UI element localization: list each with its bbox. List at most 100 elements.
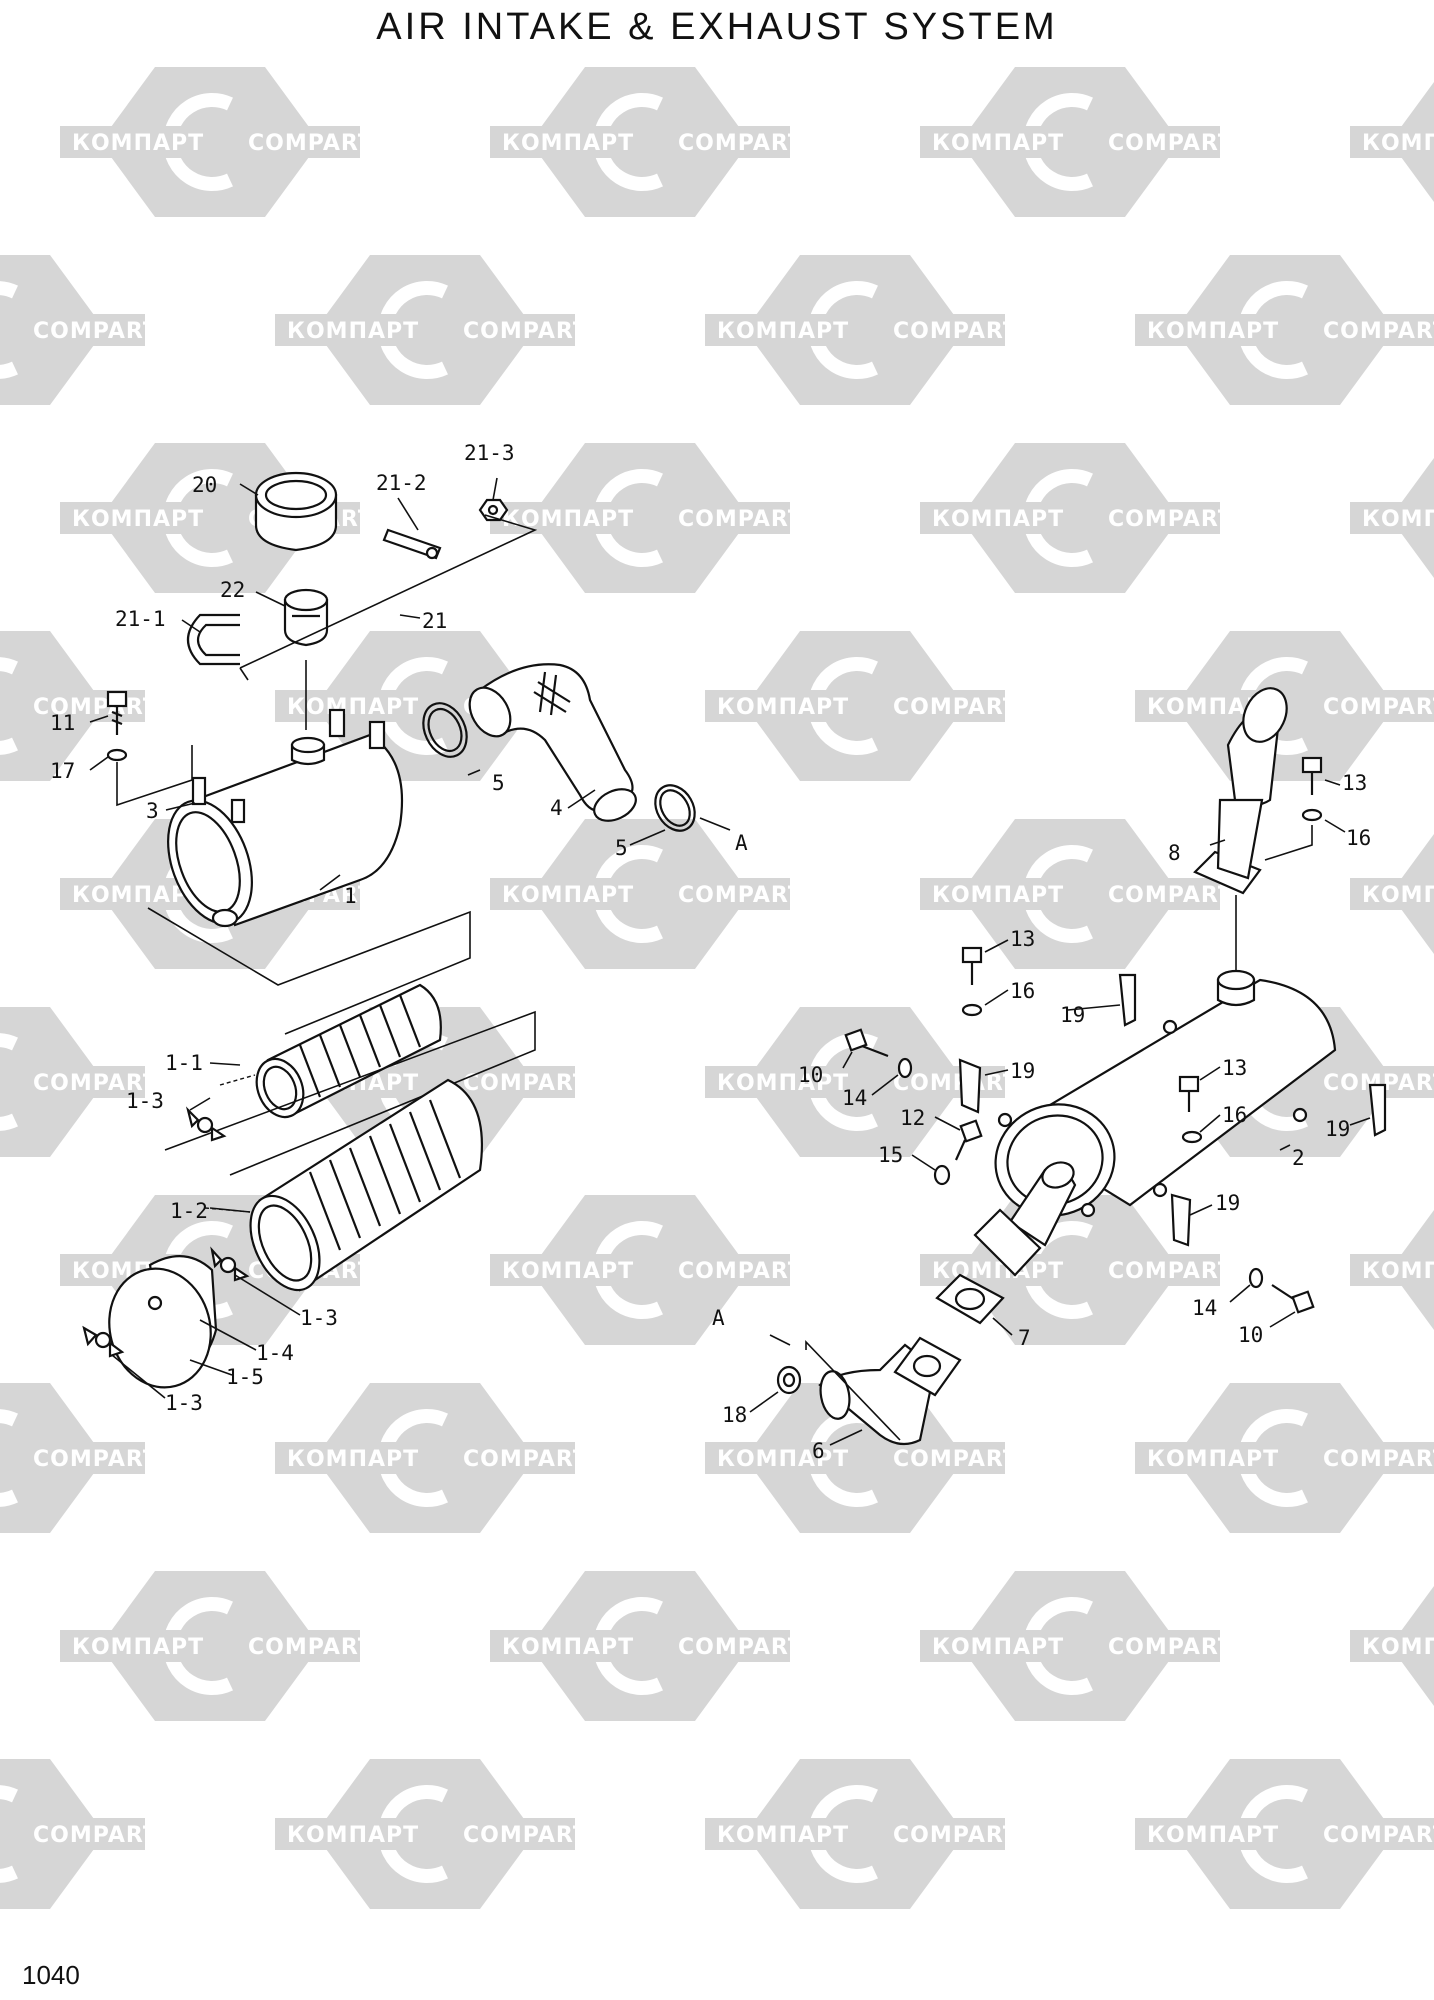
hose-clamp-lower xyxy=(654,784,696,832)
callout-13-mid: 13 xyxy=(1010,927,1035,951)
watermark-cyrillic: КОМПАРТ xyxy=(1362,131,1434,156)
bolt xyxy=(106,690,128,735)
end-cover xyxy=(108,1255,218,1389)
watermark-latin: COMPART xyxy=(1108,131,1234,156)
callout-5-lower: 5 xyxy=(615,836,628,860)
bolt-10-right xyxy=(1248,1267,1315,1314)
watermark-cyrillic: КОМПАРТ xyxy=(72,507,204,532)
watermark-latin: COMPART xyxy=(678,1259,804,1284)
hose-clamp xyxy=(422,702,468,758)
callout-12: 12 xyxy=(900,1106,925,1130)
watermark-cyrillic: КОМПАРТ xyxy=(287,1447,419,1472)
watermark-cyrillic: КОМПАРТ xyxy=(717,1823,849,1848)
callout-7: 7 xyxy=(1018,1326,1031,1350)
watermark-cyrillic: КОМПАРТ xyxy=(932,507,1064,532)
callout-14-left: 14 xyxy=(842,1086,867,1110)
bolt-10-left xyxy=(844,1028,913,1079)
watermark-cyrillic: КОМПАРТ xyxy=(932,131,1064,156)
callout-22: 22 xyxy=(220,578,245,602)
callout-19-a: 19 xyxy=(1060,1003,1085,1027)
callout-ref-a: A xyxy=(735,831,748,855)
watermark-latin: COMPART xyxy=(1323,695,1434,720)
watermark-latin: COMPART xyxy=(893,1823,1019,1848)
nut-18 xyxy=(776,1365,802,1395)
gasket xyxy=(935,1273,1005,1325)
callout-5-upper: 5 xyxy=(492,771,505,795)
muffler xyxy=(994,969,1337,1218)
watermark-latin: COMPART xyxy=(463,1823,589,1848)
callout-14-right: 14 xyxy=(1192,1296,1217,1320)
watermark-cyrillic: КОМПАРТ xyxy=(1362,1635,1434,1660)
callout-16-right: 16 xyxy=(1222,1103,1247,1127)
watermark-latin: COMPART xyxy=(33,1823,159,1848)
watermark-latin: COMPART xyxy=(248,1635,374,1660)
nut-15 xyxy=(933,1164,951,1186)
watermark-cyrillic: КОМПАРТ xyxy=(932,1635,1064,1660)
watermark-cyrillic: КОМПАРТ xyxy=(287,695,419,720)
watermark-latin: COMPART xyxy=(893,319,1019,344)
bolt-top-right xyxy=(1301,756,1323,822)
watermark-tile: КОМПАРТ COMPART xyxy=(275,1759,589,1909)
watermark-latin: COMPART xyxy=(1323,1447,1434,1472)
callout-2: 2 xyxy=(1292,1146,1305,1170)
watermark-cyrillic: КОМПАРТ xyxy=(287,319,419,344)
callout-10-left: 10 xyxy=(798,1063,823,1087)
watermark-cyrillic: КОМПАРТ xyxy=(1147,319,1279,344)
callout-13-top: 13 xyxy=(1342,771,1367,795)
watermark-cyrillic: КОМПАРТ xyxy=(502,1635,634,1660)
callout-21: 21 xyxy=(422,609,447,633)
watermark-cyrillic: КОМПАРТ xyxy=(72,1635,204,1660)
watermark-latin: COMPART xyxy=(1323,319,1434,344)
watermark-latin: COMPART xyxy=(1108,507,1234,532)
wing-nut xyxy=(185,1106,227,1142)
callout-1-5: 1-5 xyxy=(226,1365,264,1389)
watermark-latin: COMPART xyxy=(678,883,804,908)
callout-21-2: 21-2 xyxy=(376,471,427,495)
watermark-tile: КОМПАРТ COMPART xyxy=(705,631,1019,781)
watermark-tile: КОМПАРТ COMPART xyxy=(60,1571,374,1721)
watermark-latin: COMPART xyxy=(893,1071,1019,1096)
watermark-latin: COMPART xyxy=(33,319,159,344)
bolt-middle xyxy=(961,946,983,1017)
watermark-latin: COMPART xyxy=(33,695,159,720)
watermark-latin: COMPART xyxy=(893,1447,1019,1472)
watermark-tile: КОМПАРТ COMPART xyxy=(1135,255,1434,405)
watermark-latin: COMPART xyxy=(893,695,1019,720)
watermark-latin: COMPART xyxy=(1323,1823,1434,1848)
watermark-cyrillic: КОМПАРТ xyxy=(502,883,634,908)
callout-19-d: 19 xyxy=(1215,1191,1240,1215)
callout-8: 8 xyxy=(1168,841,1181,865)
callout-15: 15 xyxy=(878,1143,903,1167)
intake-hose xyxy=(468,663,637,822)
watermark-cyrillic: КОМПАРТ xyxy=(717,695,849,720)
callout-4: 4 xyxy=(550,796,563,820)
watermark-latin: COMPART xyxy=(248,131,374,156)
wing-nut-middle xyxy=(210,1246,250,1282)
callout-11: 11 xyxy=(50,711,75,735)
watermark-cyrillic: КОМПАРТ xyxy=(1147,1447,1279,1472)
callout-1-3-bottom: 1-3 xyxy=(165,1391,203,1415)
callout-17: 17 xyxy=(50,759,75,783)
outer-filter-element xyxy=(249,1078,484,1292)
callout-13-right: 13 xyxy=(1222,1056,1247,1080)
u-bolt xyxy=(186,613,240,666)
clamp-plate xyxy=(382,528,442,560)
callout-10-right: 10 xyxy=(1238,1323,1263,1347)
bracket xyxy=(958,973,1387,1247)
watermark-cyrillic: КОМПАРТ xyxy=(287,1823,419,1848)
